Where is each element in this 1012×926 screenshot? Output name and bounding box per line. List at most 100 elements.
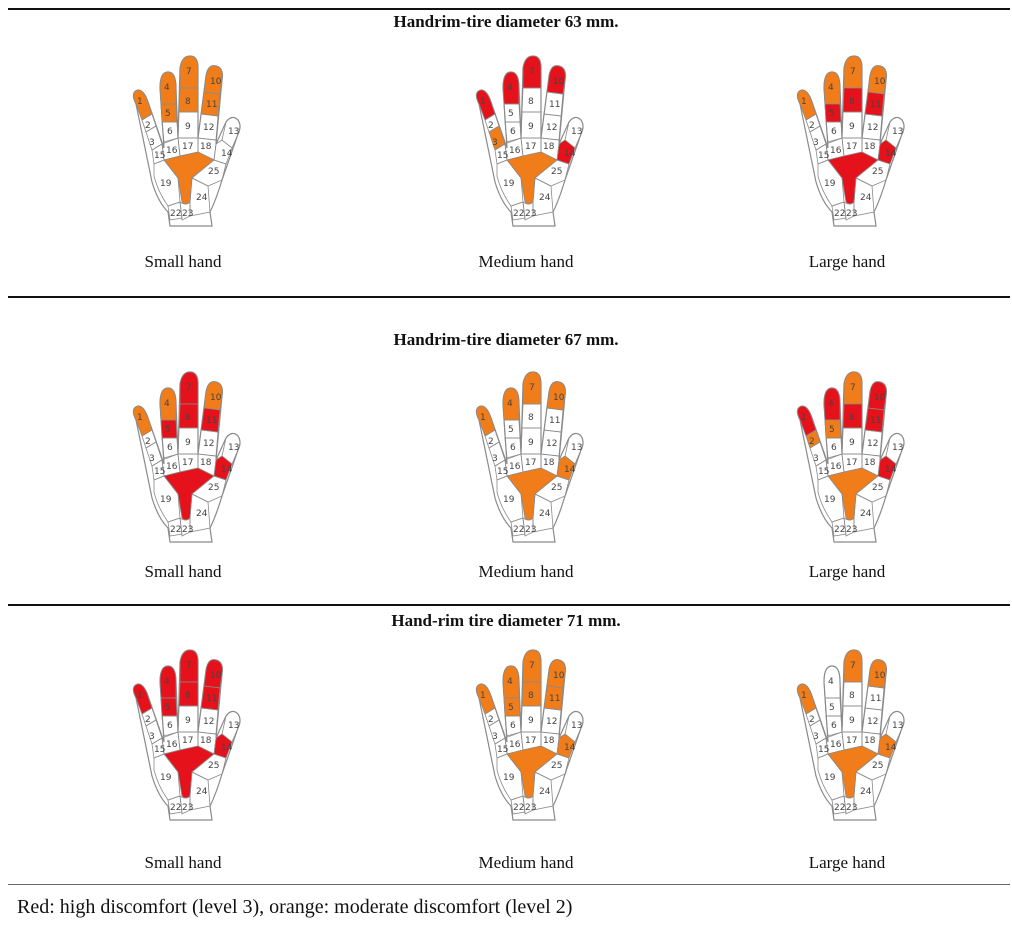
svg-text:13: 13: [892, 127, 903, 137]
svg-text:2: 2: [145, 715, 151, 725]
hand-caption: Medium hand: [426, 853, 626, 873]
svg-text:14: 14: [885, 149, 897, 159]
svg-text:7: 7: [529, 67, 535, 77]
svg-text:11: 11: [206, 100, 217, 110]
svg-text:4: 4: [507, 83, 513, 93]
hand-diagram: 123 456 789 101112 131415 161718 192223 …: [782, 646, 912, 826]
svg-text:19: 19: [503, 773, 515, 783]
svg-text:19: 19: [824, 773, 836, 783]
svg-text:24: 24: [539, 509, 551, 519]
hand-diagram: 123 456 789 101112 131415 161718 192223 …: [782, 368, 912, 548]
svg-text:24: 24: [860, 509, 872, 519]
svg-text:15: 15: [818, 151, 829, 161]
svg-text:11: 11: [206, 416, 217, 426]
hand-map-63-small: 123 456 789 101112 131415 161718 192223 …: [83, 52, 283, 232]
svg-text:17: 17: [182, 736, 193, 746]
svg-text:18: 18: [864, 458, 876, 468]
svg-text:3: 3: [492, 732, 498, 742]
svg-text:14: 14: [564, 465, 576, 475]
svg-text:3: 3: [149, 454, 155, 464]
svg-text:25: 25: [551, 483, 562, 493]
svg-text:25: 25: [872, 761, 883, 771]
svg-text:4: 4: [828, 399, 834, 409]
svg-text:12: 12: [867, 439, 878, 449]
svg-text:7: 7: [529, 383, 535, 393]
svg-text:17: 17: [182, 142, 193, 152]
svg-text:23: 23: [525, 525, 536, 535]
svg-text:8: 8: [849, 97, 855, 107]
svg-text:1: 1: [137, 97, 143, 107]
svg-text:15: 15: [154, 467, 165, 477]
svg-text:19: 19: [160, 179, 172, 189]
svg-text:6: 6: [167, 721, 173, 731]
svg-text:15: 15: [497, 151, 508, 161]
svg-text:16: 16: [166, 146, 178, 156]
svg-text:22: 22: [513, 209, 524, 219]
svg-text:13: 13: [571, 127, 582, 137]
svg-text:19: 19: [160, 495, 172, 505]
svg-text:19: 19: [824, 495, 836, 505]
svg-text:16: 16: [166, 462, 178, 472]
svg-text:15: 15: [818, 745, 829, 755]
svg-text:4: 4: [828, 83, 834, 93]
svg-text:25: 25: [208, 483, 219, 493]
svg-text:3: 3: [149, 732, 155, 742]
svg-text:15: 15: [154, 151, 165, 161]
svg-text:16: 16: [509, 146, 521, 156]
svg-text:25: 25: [872, 483, 883, 493]
svg-text:8: 8: [849, 413, 855, 423]
svg-text:3: 3: [813, 732, 819, 742]
svg-text:13: 13: [228, 443, 239, 453]
svg-text:1: 1: [480, 691, 486, 701]
svg-text:17: 17: [846, 736, 857, 746]
svg-text:6: 6: [167, 127, 173, 137]
svg-text:16: 16: [830, 462, 842, 472]
hand-caption: Small hand: [83, 252, 283, 272]
svg-text:23: 23: [182, 525, 193, 535]
svg-text:1: 1: [480, 413, 486, 423]
svg-text:5: 5: [508, 425, 514, 435]
svg-text:2: 2: [809, 715, 815, 725]
svg-text:5: 5: [829, 425, 835, 435]
svg-text:7: 7: [850, 67, 856, 77]
svg-text:1: 1: [137, 413, 143, 423]
svg-text:3: 3: [813, 454, 819, 464]
svg-text:17: 17: [846, 142, 857, 152]
table-bottom-rule: [8, 884, 1010, 885]
svg-text:17: 17: [846, 458, 857, 468]
svg-text:18: 18: [543, 142, 555, 152]
svg-text:2: 2: [488, 121, 494, 131]
svg-text:11: 11: [549, 100, 560, 110]
hand-caption: Small hand: [83, 853, 283, 873]
svg-text:9: 9: [849, 716, 855, 726]
svg-text:6: 6: [510, 443, 516, 453]
svg-text:23: 23: [525, 803, 536, 813]
svg-text:3: 3: [492, 454, 498, 464]
svg-text:2: 2: [145, 437, 151, 447]
svg-text:16: 16: [830, 740, 842, 750]
svg-text:10: 10: [210, 393, 222, 403]
svg-text:7: 7: [529, 661, 535, 671]
svg-text:7: 7: [850, 383, 856, 393]
svg-text:9: 9: [185, 122, 191, 132]
svg-text:24: 24: [196, 193, 208, 203]
svg-text:9: 9: [849, 122, 855, 132]
svg-text:16: 16: [830, 146, 842, 156]
svg-text:18: 18: [200, 458, 212, 468]
svg-text:6: 6: [831, 721, 837, 731]
svg-text:25: 25: [551, 167, 562, 177]
svg-text:15: 15: [497, 745, 508, 755]
svg-text:10: 10: [874, 77, 886, 87]
svg-text:19: 19: [503, 179, 515, 189]
svg-text:2: 2: [145, 121, 151, 131]
svg-text:8: 8: [849, 691, 855, 701]
svg-text:14: 14: [885, 465, 897, 475]
hand-map-67-large: 123 456 789 101112 131415 161718 192223 …: [747, 368, 947, 548]
hand-diagram: 123 456 789 101112 131415 161718 192223 …: [118, 368, 248, 548]
svg-text:4: 4: [164, 677, 170, 687]
svg-text:6: 6: [510, 721, 516, 731]
